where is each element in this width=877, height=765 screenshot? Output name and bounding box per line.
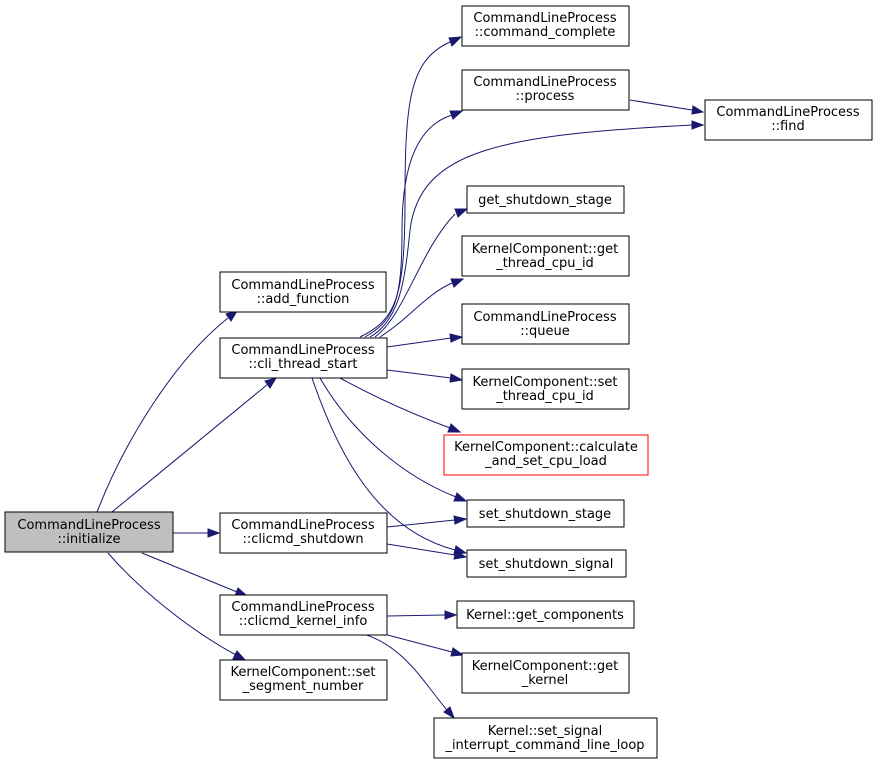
edge-kernel-info-to-get-components: [386, 610, 458, 620]
edge-cli-to-queue: [386, 333, 464, 348]
edge-cli-to-set-shutdown-stage: [319, 377, 468, 502]
node-command-complete-line1: CommandLineProcess: [473, 11, 616, 26]
node-set-thread-cpu-id-line2: _thread_cpu_id: [495, 389, 594, 404]
node-set-segment-number-line2: _segment_number: [242, 679, 364, 694]
node-clicmd-kernel-info[interactable]: CommandLineProcess ::clicmd_kernel_info: [219, 594, 388, 636]
node-get-components-line1: Kernel::get_components: [466, 608, 624, 623]
edge-initialize-to-clicmd-shutdown: [173, 528, 221, 538]
edge-cli-to-calculate-cpu-load: [339, 377, 462, 433]
edge-kernel-info-to-set-signal-interrupt: [359, 632, 455, 720]
node-set-shutdown-signal[interactable]: set_shutdown_signal: [466, 549, 627, 578]
node-find-line2: ::find: [771, 119, 804, 134]
node-cli-thread-start-line2: ::cli_thread_start: [248, 357, 357, 372]
node-clicmd-kernel-info-line1: CommandLineProcess: [231, 600, 374, 615]
node-cli-thread-start[interactable]: CommandLineProcess ::cli_thread_start: [219, 337, 388, 379]
node-add-function[interactable]: CommandLineProcess ::add_function: [219, 271, 387, 313]
node-find[interactable]: CommandLineProcess ::find: [704, 99, 873, 141]
edge-clicmd-shutdown-to-set-shutdown-stage: [386, 515, 468, 528]
node-set-shutdown-stage[interactable]: set_shutdown_stage: [466, 499, 625, 528]
edge-cli-to-command-complete: [359, 36, 463, 338]
node-clicmd-shutdown-line1: CommandLineProcess: [231, 518, 374, 533]
edge-initialize-to-clicmd-kernel-info: [141, 552, 249, 597]
node-get-kernel-line2: _kernel: [521, 673, 569, 688]
edge-cli-to-find: [369, 120, 705, 338]
node-clicmd-shutdown-line2: ::clicmd_shutdown: [242, 532, 363, 547]
edge-initialize-to-set-segment-number: [107, 552, 247, 661]
node-set-thread-cpu-id-line1: KernelComponent::set: [473, 375, 618, 390]
node-calculate-and-set-cpu-load[interactable]: KernelComponent::calculate _and_set_cpu_…: [443, 434, 649, 476]
node-calculate-cpu-load-line2: _and_set_cpu_load: [484, 454, 607, 469]
node-calculate-cpu-load-line1: KernelComponent::calculate: [454, 440, 638, 455]
node-process[interactable]: CommandLineProcess ::process: [461, 69, 630, 111]
node-command-complete[interactable]: CommandLineProcess ::command_complete: [461, 5, 630, 47]
node-queue[interactable]: CommandLineProcess ::queue: [461, 303, 630, 345]
node-initialize-line2: ::initialize: [58, 532, 121, 547]
node-get-kernel[interactable]: KernelComponent::get _kernel: [461, 652, 630, 694]
node-get-shutdown-stage-line1: get_shutdown_stage: [478, 193, 612, 208]
edge-cli-to-set-thread-cpu-id: [386, 369, 464, 383]
node-add-function-line1: CommandLineProcess: [231, 278, 374, 293]
node-find-line1: CommandLineProcess: [716, 105, 859, 120]
node-get-thread-cpu-id-line2: _thread_cpu_id: [495, 256, 594, 271]
node-set-signal-interrupt-line1: Kernel::set_signal: [488, 724, 602, 739]
edge-process-to-find: [629, 99, 705, 115]
node-set-shutdown-stage-line1: set_shutdown_stage: [479, 507, 611, 522]
node-set-signal-interrupt[interactable]: Kernel::set_signal _interrupt_command_li…: [433, 717, 658, 759]
node-process-line2: ::process: [516, 89, 575, 104]
node-set-segment-number-line1: KernelComponent::set: [231, 665, 376, 680]
edge-initialize-to-cli-thread-start: [111, 377, 278, 513]
edge-kernel-info-to-get-kernel: [379, 632, 465, 657]
node-cli-thread-start-line1: CommandLineProcess: [231, 343, 374, 358]
node-get-thread-cpu-id-line1: KernelComponent::get: [472, 242, 618, 257]
node-clicmd-shutdown[interactable]: CommandLineProcess ::clicmd_shutdown: [219, 512, 388, 554]
edge-initialize-to-add-function: [96, 310, 239, 513]
node-command-complete-line2: ::command_complete: [475, 25, 616, 40]
edge-cli-to-process: [364, 110, 464, 338]
edge-cli-to-get-shutdown-stage: [374, 208, 469, 338]
node-get-components[interactable]: Kernel::get_components: [456, 600, 635, 629]
node-clicmd-kernel-info-line2: ::clicmd_kernel_info: [239, 614, 368, 629]
node-queue-line1: CommandLineProcess: [473, 310, 616, 325]
node-set-signal-interrupt-line2: _interrupt_command_line_loop: [444, 738, 644, 753]
node-set-shutdown-signal-line1: set_shutdown_signal: [479, 557, 614, 572]
node-initialize-line1: CommandLineProcess: [17, 518, 160, 533]
node-add-function-line2: ::add_function: [257, 292, 350, 307]
node-get-thread-cpu-id[interactable]: KernelComponent::get _thread_cpu_id: [461, 235, 630, 277]
edge-clicmd-shutdown-to-set-shutdown-signal: [386, 543, 468, 560]
node-initialize[interactable]: CommandLineProcess ::initialize: [4, 511, 174, 553]
node-set-thread-cpu-id[interactable]: KernelComponent::set _thread_cpu_id: [461, 368, 630, 410]
node-queue-line2: ::queue: [520, 324, 570, 339]
node-process-line1: CommandLineProcess: [473, 75, 616, 90]
edge-cli-to-get-thread-cpu-id: [379, 278, 465, 338]
node-get-kernel-line1: KernelComponent::get: [472, 659, 618, 674]
node-set-segment-number[interactable]: KernelComponent::set _segment_number: [219, 659, 388, 701]
node-get-shutdown-stage[interactable]: get_shutdown_stage: [466, 185, 625, 214]
